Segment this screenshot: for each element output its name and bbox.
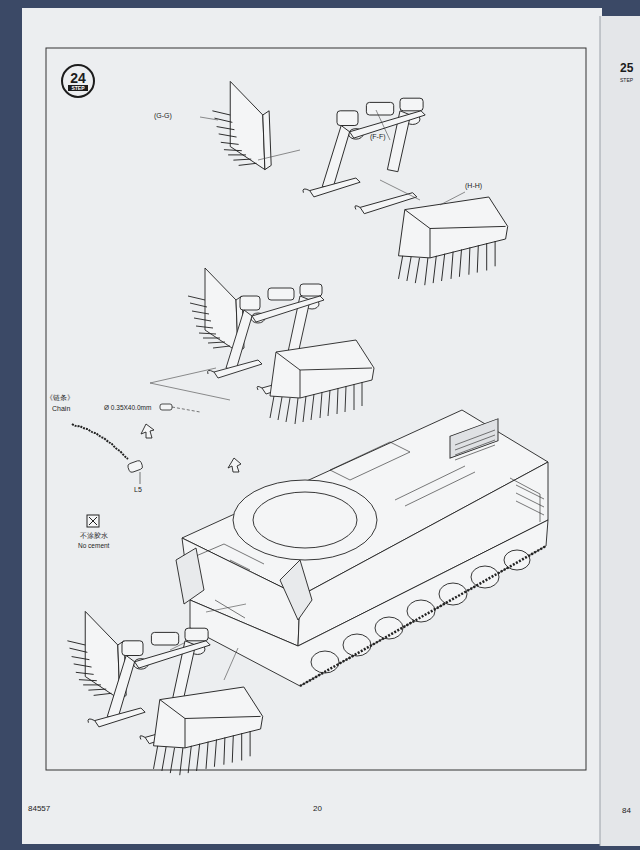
part-label: 84557 [28,804,50,813]
part-label: (G-G) [154,112,172,120]
part-label: L5 [134,486,142,494]
plow-bottom [67,611,262,775]
plow-exploded [200,81,508,285]
chain-part [72,404,200,484]
part-label: Chain [52,405,70,413]
no-cement-symbol [87,515,99,527]
part-label: No cement [78,542,109,549]
part-label: (F-F) [370,133,386,141]
step-word: STEP [68,85,87,91]
next-page [600,16,640,846]
part-label: 84 [622,806,631,815]
tank-hull [170,410,548,686]
step-number: 24 [70,71,86,85]
part-label: 《链条》 [46,394,74,402]
part-label: 20 [313,804,322,813]
step-badge: 24STEP [61,64,95,98]
paper-sheet [22,8,602,844]
part-label: (H-H) [465,182,482,190]
part-label: 25 [620,62,633,76]
direction-arrows [141,424,241,472]
part-label: Ø 0.35X40.0mm [104,404,151,411]
part-label: 不涂胶水 [80,532,108,539]
plow-assembled [150,268,374,424]
page-frame [46,48,586,770]
part-label: STEP [620,78,633,84]
